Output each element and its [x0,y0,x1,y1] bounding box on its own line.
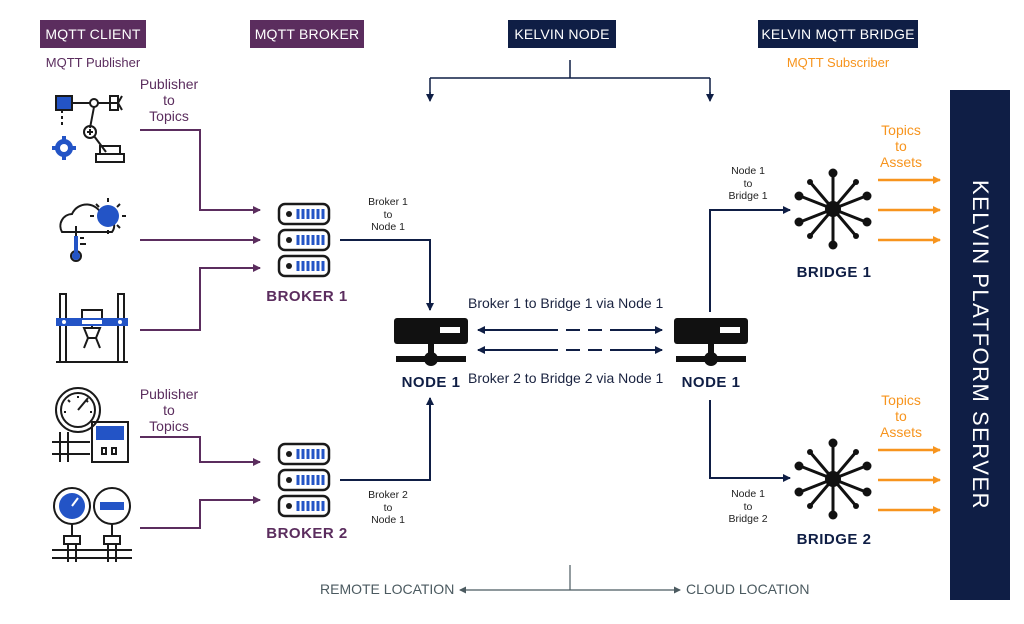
broker2-label: BROKER 2 [266,525,348,542]
broker2-server-icon [277,442,331,518]
gantry-machine-icon [56,293,128,363]
bridge2-label: BRIDGE 2 [796,531,872,548]
client4-to-broker2-line [140,436,261,466]
client5-to-broker2-line [140,496,261,529]
header-kelvin-node: KELVIN NODE [508,20,616,48]
broker1-server-icon [277,202,331,278]
node-left-device-icon [394,318,468,366]
broker2-to-node-line [340,397,434,481]
bridge1-hub-icon [794,168,872,250]
subtitle-publisher: MQTT Publisher [45,55,141,70]
header-mqtt-client: MQTT CLIENT [40,20,146,48]
broker1-label: BROKER 1 [266,288,348,305]
node-to-bridge1-line [709,206,791,312]
bridge1-link-label: Node 1 to Bridge 1 [728,165,768,202]
broker1-to-node-line [340,239,434,311]
platform-label: KELVIN PLATFORM SERVER [968,179,993,511]
broker1-link-label: Broker 1 to Node 1 [368,196,408,233]
weather-thermometer-icon [59,198,126,262]
header-kelvin-mqtt-bridge: KELVIN MQTT BRIDGE [758,20,918,48]
node-to-bridge2-line [709,400,791,482]
route-label-1: Broker 1 to Bridge 1 via Node 1 [468,295,664,311]
client3-to-broker1-line [140,264,261,331]
subtitle-subscriber: MQTT Subscriber [786,55,890,70]
node-right-label: NODE 1 [681,374,741,391]
topics-label-2: Topics to Assets [879,392,922,440]
pressure-gauge-icon [52,387,129,463]
kelvin-platform-server: KELVIN PLATFORM SERVER [950,90,1010,600]
publisher-label-1: Publisher to Topics [139,76,199,124]
bridge1-label: BRIDGE 1 [796,264,872,281]
bridge2-link-label: Node 1 to Bridge 2 [728,488,768,525]
kelvin-node-bracket [429,60,711,100]
publisher-label-2: Publisher to Topics [139,386,199,434]
node-left-label: NODE 1 [401,374,461,391]
bridge2-hub-icon [794,438,872,520]
cloud-location-label: CLOUD LOCATION [686,581,810,597]
dual-gauge-icon [52,487,132,562]
client1-to-broker1-line [140,129,261,214]
remote-location-label: REMOTE LOCATION [320,581,455,597]
topics-label-1: Topics to Assets [879,122,922,170]
broker2-link-label: Broker 2 to Node 1 [368,489,408,526]
node-right-device-icon [674,318,748,366]
robot-arm-icon [52,95,125,163]
route-label-2: Broker 2 to Bridge 2 via Node 1 [468,370,664,386]
header-mqtt-broker: MQTT BROKER [250,20,364,48]
